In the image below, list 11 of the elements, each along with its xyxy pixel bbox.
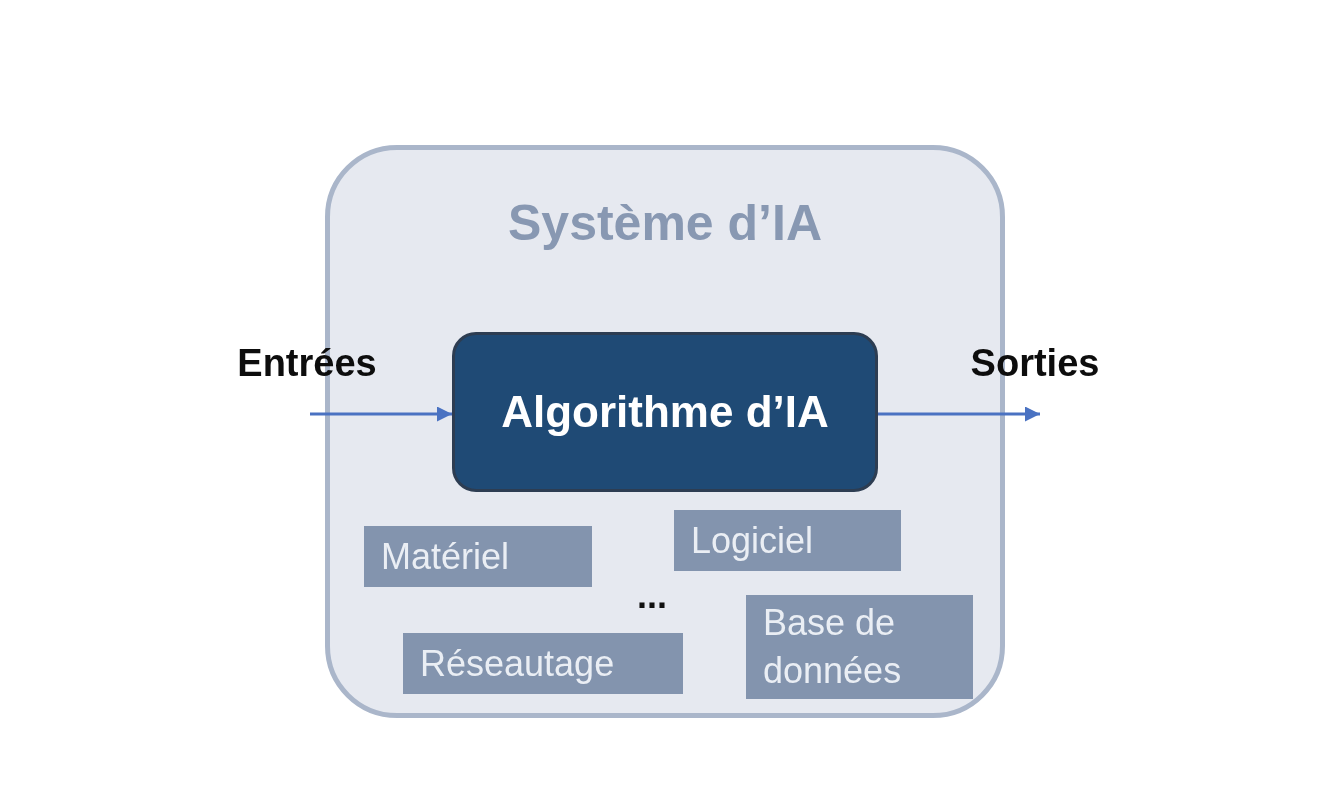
component-tile: Logiciel bbox=[674, 510, 901, 571]
edge-label: Sorties bbox=[970, 343, 1100, 385]
arrow bbox=[310, 406, 452, 422]
component-tile: Base de données bbox=[746, 595, 973, 699]
component-tile: Matériel bbox=[364, 526, 592, 587]
ellipsis-text: ... bbox=[637, 578, 667, 614]
component-tile: Réseautage bbox=[403, 633, 683, 694]
algorithm-block: Algorithme d’IA bbox=[452, 332, 878, 492]
panel-title: Système d’IA bbox=[507, 198, 823, 248]
arrow bbox=[878, 406, 1040, 422]
edge-label: Entrées bbox=[237, 343, 377, 385]
